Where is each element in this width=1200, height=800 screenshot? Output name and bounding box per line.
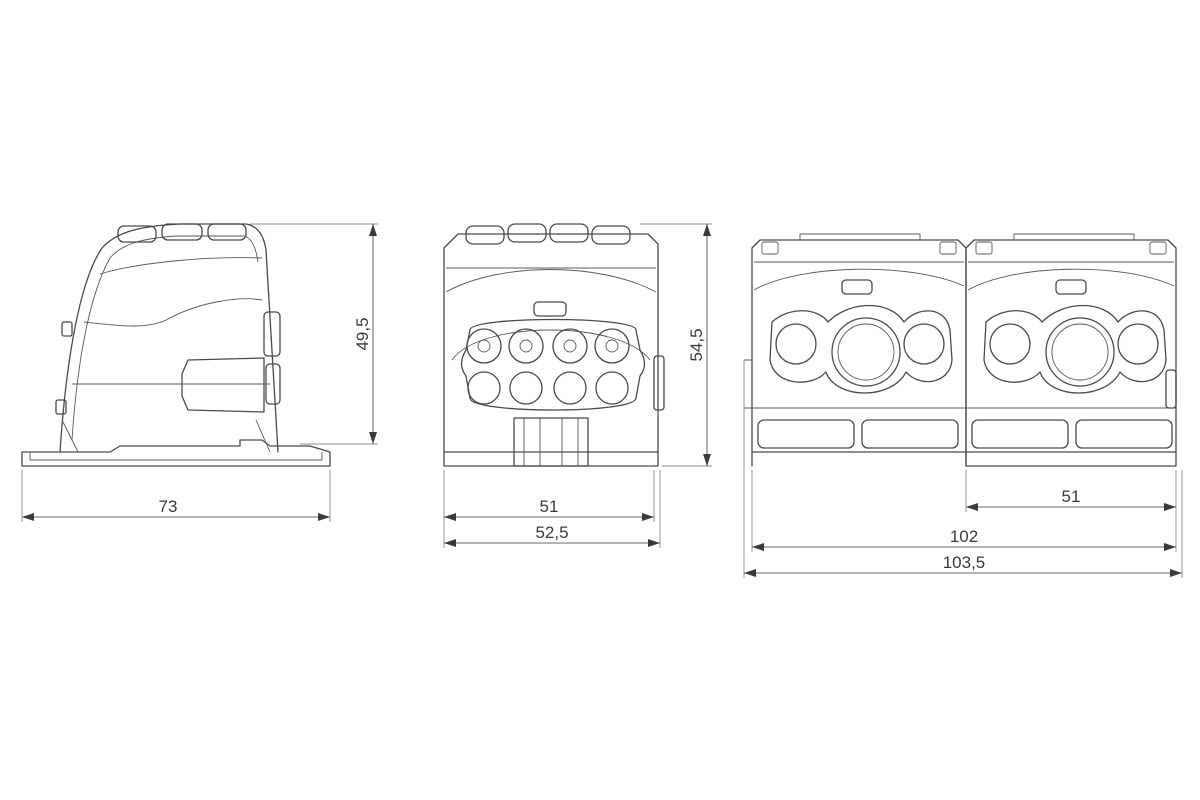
side-width-dimension: 73 bbox=[21, 470, 331, 522]
front-inner-width-dimension: 51 bbox=[443, 470, 655, 548]
side-height-label: 49,5 bbox=[353, 317, 372, 350]
side-width-label: 73 bbox=[159, 497, 178, 516]
front-outer-width-label: 52,5 bbox=[535, 523, 568, 542]
side-view bbox=[21, 223, 331, 467]
side-height-dimension: 49,5 bbox=[250, 223, 378, 445]
double-module-view bbox=[744, 233, 1177, 467]
front-height-label: 54,5 bbox=[687, 328, 706, 361]
double-outer-width-dimension: 103,5 bbox=[743, 360, 1183, 578]
double-outer-width-label: 103,5 bbox=[943, 553, 986, 572]
double-inner-width-dimension: 102 bbox=[751, 470, 1177, 552]
front-inner-width-label: 51 bbox=[540, 497, 559, 516]
double-module-width-dimension: 51 bbox=[965, 470, 1177, 512]
front-view bbox=[443, 223, 665, 467]
double-module-width-label: 51 bbox=[1062, 487, 1081, 506]
double-inner-width-label: 102 bbox=[950, 527, 978, 546]
front-outer-width-dimension: 52,5 bbox=[444, 470, 661, 548]
front-height-dimension: 54,5 bbox=[640, 223, 712, 467]
